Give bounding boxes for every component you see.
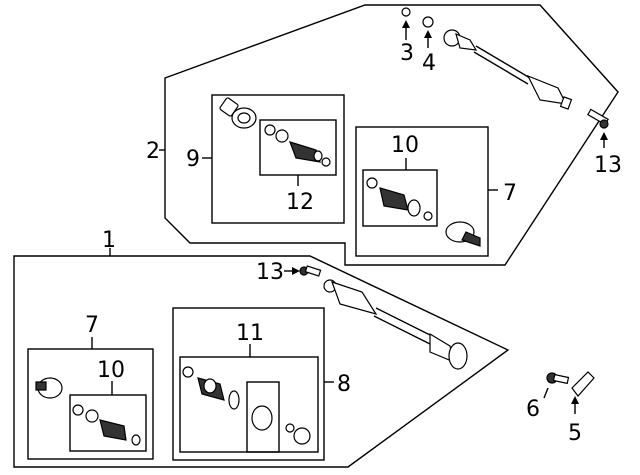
callout-2: 2 (146, 139, 160, 164)
axle-shaft-upper (443, 29, 573, 110)
callout-11: 11 (236, 321, 264, 346)
outer-joint-box-7-lower (27, 348, 154, 460)
callout-12: 12 (286, 190, 314, 215)
assembly-2-group: 2 9 12 7 10 (146, 4, 622, 266)
nut-3 (401, 7, 411, 17)
assembly-2-outline (164, 4, 619, 266)
callout-3: 3 (400, 41, 414, 66)
callout-7-lower: 7 (85, 313, 99, 338)
bolt-13-lower (299, 265, 322, 277)
callout-6: 6 (526, 397, 540, 422)
callout-5: 5 (568, 421, 582, 446)
outer-joint-upper (445, 221, 481, 247)
callout-9: 9 (186, 147, 200, 172)
axle-shaft-lower (323, 279, 468, 370)
inner-joint-box-9 (211, 94, 345, 224)
outer-joint-lower (35, 377, 63, 399)
callout-13-lower: 13 (256, 260, 284, 285)
inner-joint-housing (219, 97, 257, 129)
callout-7-upper: 7 (503, 181, 517, 206)
boot-kit-10-upper-parts (366, 177, 433, 221)
assembly-1-outline (13, 255, 510, 468)
outer-joint-box-7-upper (355, 126, 489, 257)
callout-10-lower: 10 (97, 358, 125, 383)
boot-kit-box-10-lower (69, 394, 147, 452)
tripod-box (246, 381, 280, 453)
assembly-1-group: 1 13 7 10 (13, 228, 510, 468)
boot-kit-12-parts (264, 124, 331, 167)
bolt-6 (546, 372, 570, 385)
bracket-5 (571, 371, 595, 397)
callout-4: 4 (422, 51, 436, 76)
callout-1: 1 (102, 228, 116, 253)
callout-13-upper: 13 (594, 153, 622, 178)
callout-10-upper: 10 (391, 133, 419, 158)
bolt-13-upper (587, 108, 609, 129)
washer-4 (422, 16, 434, 28)
inner-joint-box-8 (172, 307, 325, 461)
callout-8: 8 (337, 372, 351, 397)
boot-kit-box-10-upper (362, 169, 438, 227)
boot-kit-11-parts (182, 366, 311, 445)
boot-kit-10-lower-parts (72, 404, 141, 446)
